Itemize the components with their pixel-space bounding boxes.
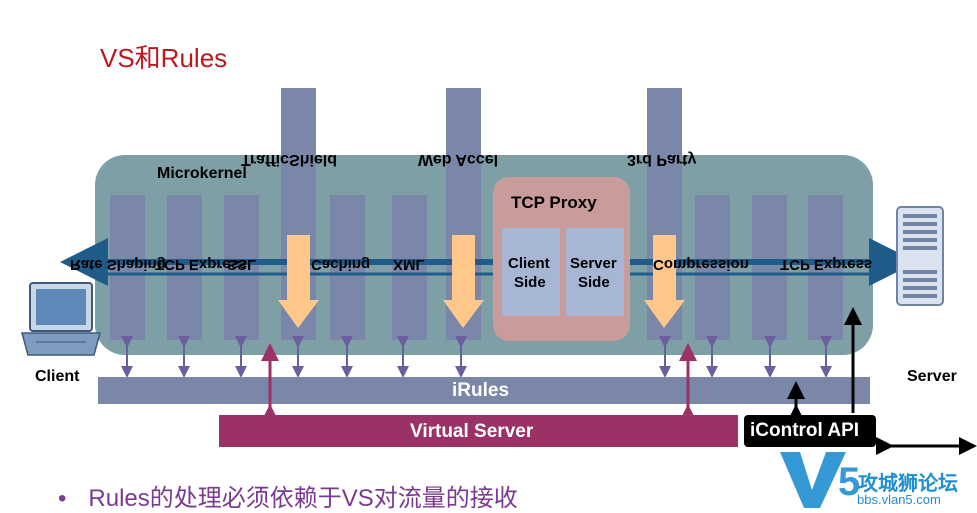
client-label: Client bbox=[35, 368, 80, 385]
bullet-dot: • bbox=[58, 485, 67, 512]
microkernel-label: Microkernel bbox=[157, 165, 247, 182]
module-column bbox=[110, 195, 145, 340]
irules-label: iRules bbox=[452, 380, 510, 401]
orange-arrow-trafficshield bbox=[278, 235, 319, 328]
module-column bbox=[330, 195, 365, 340]
module-irules-arrows bbox=[121, 336, 832, 378]
trafficshield-column bbox=[281, 88, 316, 240]
tcp-express-left-label: TCP Express bbox=[155, 256, 248, 273]
webaccel-label: Web Accel bbox=[418, 151, 499, 168]
bullet-content: Rules的处理必须依赖于VS对流量的接收 bbox=[88, 485, 518, 512]
module-column bbox=[695, 195, 730, 340]
thirdparty-column bbox=[647, 88, 682, 240]
client-side-label-1: Client bbox=[508, 255, 550, 272]
rate-shaping-label: Rate Shaping bbox=[70, 256, 166, 273]
watermark-logo-icon: 5 bbox=[780, 452, 860, 508]
bullet-text: • Rules的处理必须依赖于VS对流量的接收 bbox=[58, 478, 518, 513]
trafficshield-label: TrafficShield bbox=[241, 151, 338, 168]
server-label: Server bbox=[907, 368, 957, 385]
xml-label: XML bbox=[393, 256, 425, 273]
compression-label: Compression bbox=[653, 256, 749, 273]
irules-bar bbox=[98, 377, 870, 404]
tcp-proxy-title: TCP Proxy bbox=[511, 193, 597, 212]
svg-text:5: 5 bbox=[838, 460, 860, 504]
server-icon bbox=[896, 206, 944, 306]
server-side-label-1: Server bbox=[570, 255, 617, 272]
client-side-box bbox=[502, 228, 560, 316]
watermark-brand: 攻城狮论坛 bbox=[858, 473, 958, 495]
orange-arrow-thirdparty bbox=[644, 235, 685, 328]
thirdparty-label: 3rd Party bbox=[627, 151, 697, 168]
icontrol-api-label: iControl API bbox=[750, 420, 860, 441]
server-side-label-2: Side bbox=[578, 274, 610, 291]
server-side-box bbox=[566, 228, 624, 316]
module-column bbox=[224, 195, 259, 340]
orange-arrow-webaccel bbox=[443, 235, 484, 328]
module-column bbox=[808, 195, 843, 340]
client-side-label-2: Side bbox=[514, 274, 546, 291]
module-column bbox=[167, 195, 202, 340]
module-column bbox=[752, 195, 787, 340]
slide-title: VS和Rules bbox=[100, 43, 228, 73]
caching-label: Caching bbox=[311, 256, 371, 273]
virtual-server-label: Virtual Server bbox=[410, 421, 534, 442]
laptop-icon bbox=[21, 282, 101, 356]
icontrol-api-box bbox=[744, 415, 876, 447]
watermark-url: bbs.vlan5.com bbox=[857, 492, 941, 507]
tcp-express-right-label: TCP Express bbox=[780, 256, 873, 273]
virtual-server-bar bbox=[219, 415, 738, 447]
webaccel-column bbox=[446, 88, 481, 240]
module-column bbox=[392, 195, 427, 340]
